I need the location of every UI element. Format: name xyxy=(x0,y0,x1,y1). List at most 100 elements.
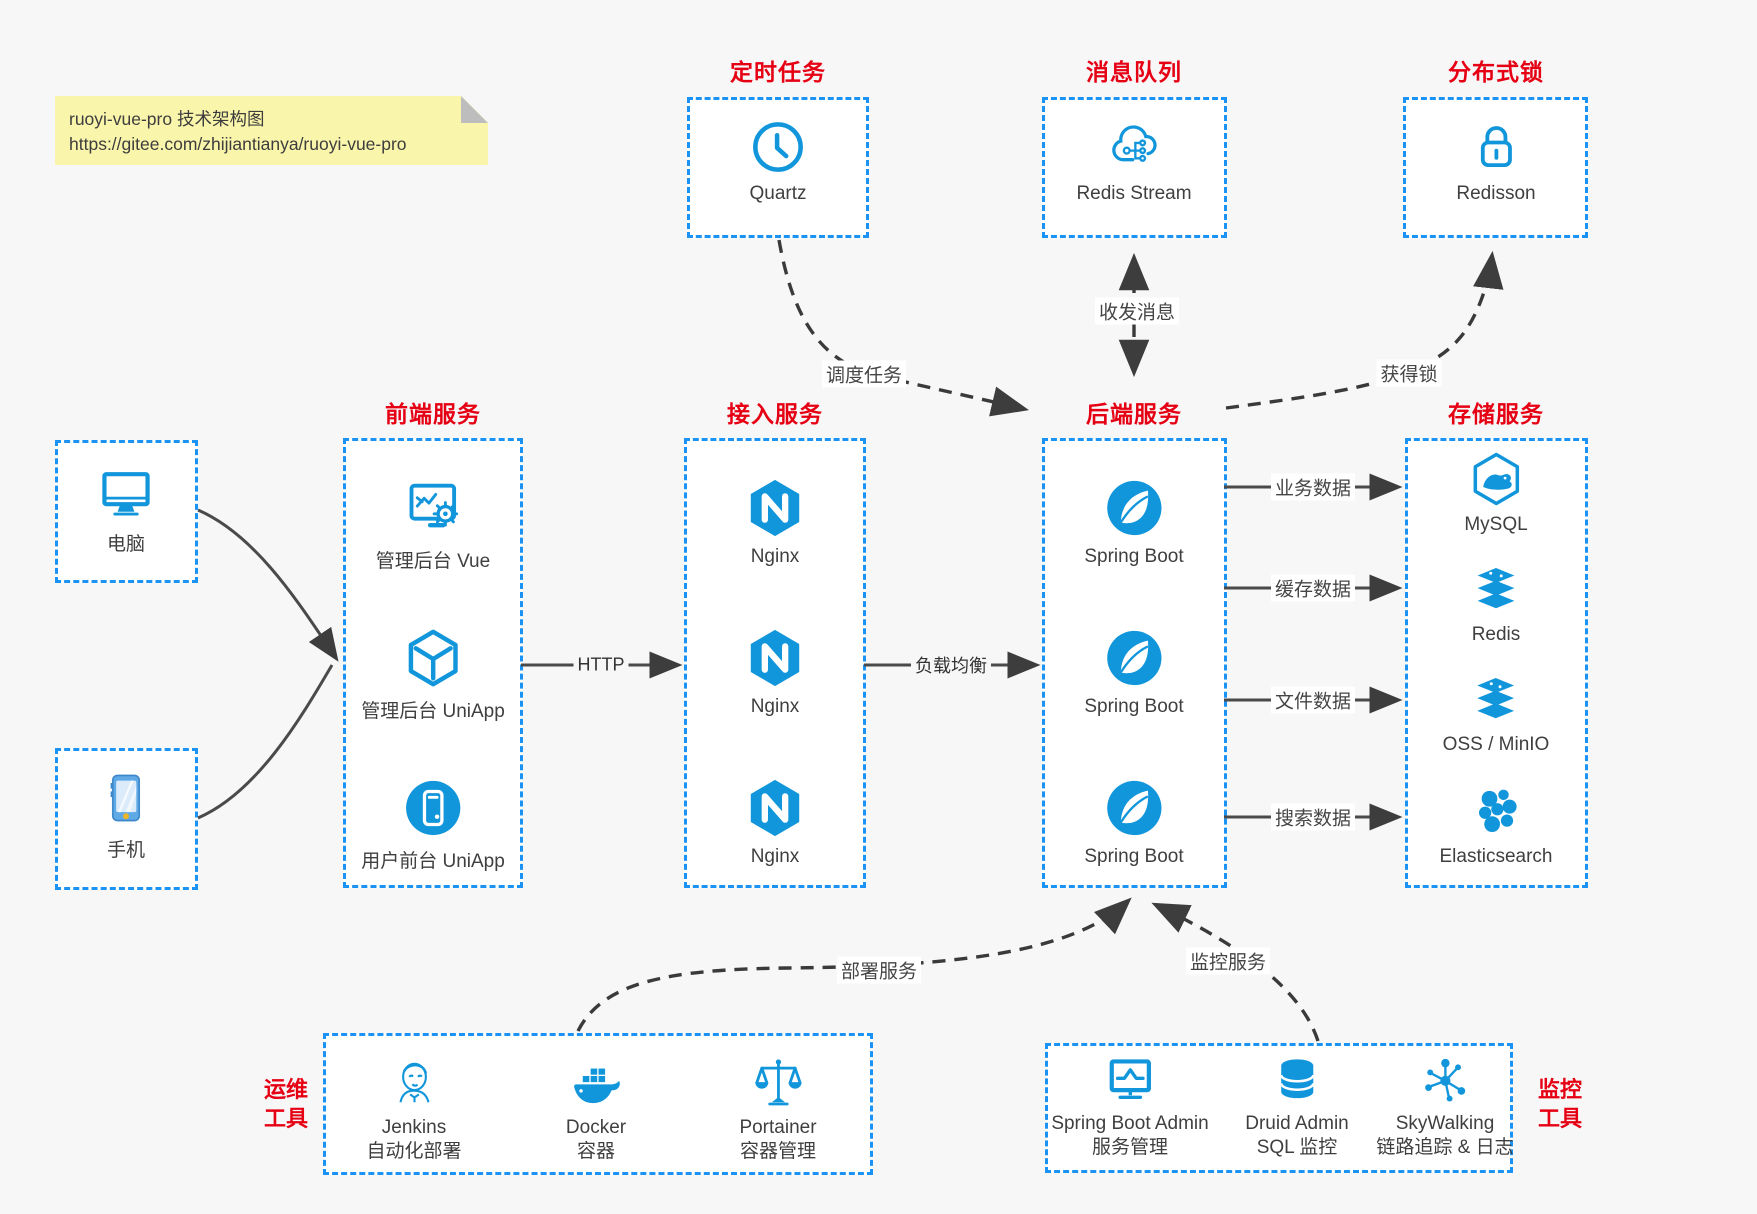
mysql-icon xyxy=(1473,452,1519,506)
skywalking-label: SkyWalking 链路追踪 & 日志 xyxy=(1376,1113,1514,1158)
redis-node: Redis xyxy=(1468,561,1524,646)
portainer-node: Portainer 容器管理 xyxy=(739,1055,817,1164)
skywalking-node: SkyWalking 链路追踪 & 日志 xyxy=(1376,1053,1514,1160)
group-title-scheduled-task: 定时任务 xyxy=(730,59,826,85)
docker-label: Docker 容器 xyxy=(565,1117,627,1162)
monitor-tools-side-label: 监控 工具 xyxy=(1537,1077,1583,1131)
phone-icon xyxy=(110,774,141,822)
druid-icon xyxy=(1279,1059,1315,1099)
http-label: HTTP xyxy=(573,654,629,676)
spring-boot-node-3: Spring Boot xyxy=(1084,777,1184,868)
nginx-node-2: Nginx xyxy=(744,627,806,718)
oss-icon xyxy=(1477,678,1515,719)
nginx-icon xyxy=(750,479,800,537)
user-uniapp-label: 用户前台 UniApp xyxy=(361,851,505,872)
business-data-label: 业务数据 xyxy=(1270,473,1356,501)
elasticsearch-icon xyxy=(1478,789,1517,832)
note-line1: ruoyi-vue-pro 技术架构图 xyxy=(69,109,265,129)
quartz-label: Quartz xyxy=(749,183,807,204)
admin-vue-label: 管理后台 Vue xyxy=(375,551,491,572)
cloud-stream-icon xyxy=(1111,125,1157,162)
ops-tools-side-label: 运维 工具 xyxy=(263,1077,309,1131)
redis-label: Redis xyxy=(1471,624,1521,645)
acquire-lock-label: 获得锁 xyxy=(1376,359,1442,387)
pc-node: 电脑 xyxy=(96,462,156,556)
nginx-label: Nginx xyxy=(750,846,800,867)
uniapp-user-icon xyxy=(405,780,461,836)
spring-boot-admin-icon xyxy=(1109,1059,1151,1099)
elasticsearch-node: Elasticsearch xyxy=(1440,783,1553,868)
monitor-service-label: 监控服务 xyxy=(1185,947,1271,975)
nginx-node-3: Nginx xyxy=(744,777,806,868)
druid-admin-node: Druid Admin SQL 监控 xyxy=(1245,1053,1349,1160)
desktop-icon xyxy=(102,472,150,516)
redisson-box xyxy=(1403,97,1588,238)
druid-admin-label: Druid Admin SQL 监控 xyxy=(1245,1113,1349,1158)
redis-stream-label: Redis Stream xyxy=(1076,183,1192,204)
spring-boot-label: Spring Boot xyxy=(1084,546,1184,567)
uniapp-cube-icon xyxy=(408,629,458,687)
spring-boot-icon xyxy=(1106,780,1162,836)
column-title-storage: 存储服务 xyxy=(1448,401,1544,427)
edge-acquire-lock xyxy=(1225,250,1504,410)
spring-boot-icon xyxy=(1106,480,1162,536)
column-title-backend: 后端服务 xyxy=(1086,401,1182,427)
admin-vue-icon xyxy=(409,483,459,528)
lock-icon xyxy=(1480,126,1512,168)
redis-stream-box xyxy=(1042,97,1227,238)
file-data-label: 文件数据 xyxy=(1270,686,1356,714)
user-uniapp-node: 用户前台 UniApp xyxy=(361,777,505,873)
mysql-node: MySQL xyxy=(1464,451,1528,536)
portainer-label: Portainer 容器管理 xyxy=(739,1117,817,1162)
spring-boot-admin-node: Spring Boot Admin 服务管理 xyxy=(1051,1053,1209,1160)
search-data-label: 搜索数据 xyxy=(1270,803,1356,831)
elasticsearch-label: Elasticsearch xyxy=(1439,846,1553,867)
group-title-message-queue: 消息队列 xyxy=(1086,59,1182,85)
load-balance-label: 负载均衡 xyxy=(911,652,991,678)
send-receive-msg-label: 收发消息 xyxy=(1094,297,1180,325)
note-fold-corner xyxy=(461,96,488,123)
nginx-label: Nginx xyxy=(750,546,800,567)
quartz-node: Quartz xyxy=(749,118,807,205)
spring-boot-icon xyxy=(1106,630,1162,686)
pc-label: 电脑 xyxy=(106,534,145,555)
spring-boot-label: Spring Boot xyxy=(1084,696,1184,717)
redisson-label: Redisson xyxy=(1456,183,1536,204)
jenkins-icon xyxy=(398,1062,430,1103)
nginx-icon xyxy=(750,779,800,837)
redis-icon xyxy=(1477,568,1515,609)
oss-minio-label: OSS / MinIO xyxy=(1442,734,1550,755)
mobile-node: 手机 xyxy=(96,768,156,862)
nginx-icon xyxy=(750,629,800,687)
nginx-node-1: Nginx xyxy=(744,477,806,568)
redis-stream-node: Redis Stream xyxy=(1076,118,1192,205)
oss-minio-node: OSS / MinIO xyxy=(1442,671,1550,756)
nginx-label: Nginx xyxy=(750,696,800,717)
sticky-note: ruoyi-vue-pro 技术架构图 https://gitee.com/zh… xyxy=(55,96,488,165)
monitor-tools-box xyxy=(1045,1043,1513,1173)
note-line2: https://gitee.com/zhijiantianya/ruoyi-vu… xyxy=(69,134,407,154)
skywalking-icon xyxy=(1424,1058,1465,1102)
spring-boot-admin-label: Spring Boot Admin 服务管理 xyxy=(1051,1113,1209,1158)
schedule-task-label: 调度任务 xyxy=(821,360,907,388)
mysql-label: MySQL xyxy=(1464,514,1528,535)
edge-mobile-to-frontend xyxy=(197,664,334,820)
admin-vue-node: 管理后台 Vue xyxy=(376,477,490,573)
deploy-service-label: 部署服务 xyxy=(836,956,922,984)
column-title-frontend: 前端服务 xyxy=(385,401,481,427)
spring-boot-node-2: Spring Boot xyxy=(1084,627,1184,718)
mobile-label: 手机 xyxy=(106,840,145,861)
group-title-distributed-lock: 分布式锁 xyxy=(1448,59,1544,85)
clock-icon xyxy=(753,122,803,172)
jenkins-label: Jenkins 自动化部署 xyxy=(366,1117,462,1162)
edge-pc-to-frontend xyxy=(197,508,339,662)
redisson-node: Redisson xyxy=(1456,118,1536,205)
admin-uniapp-node: 管理后台 UniApp xyxy=(361,627,505,723)
spring-boot-node-1: Spring Boot xyxy=(1084,477,1184,568)
column-title-gateway: 接入服务 xyxy=(727,401,823,427)
admin-uniapp-label: 管理后台 UniApp xyxy=(361,701,505,722)
cache-data-label: 缓存数据 xyxy=(1270,574,1356,602)
spring-boot-label: Spring Boot xyxy=(1084,846,1184,867)
docker-node: Docker 容器 xyxy=(566,1055,626,1164)
